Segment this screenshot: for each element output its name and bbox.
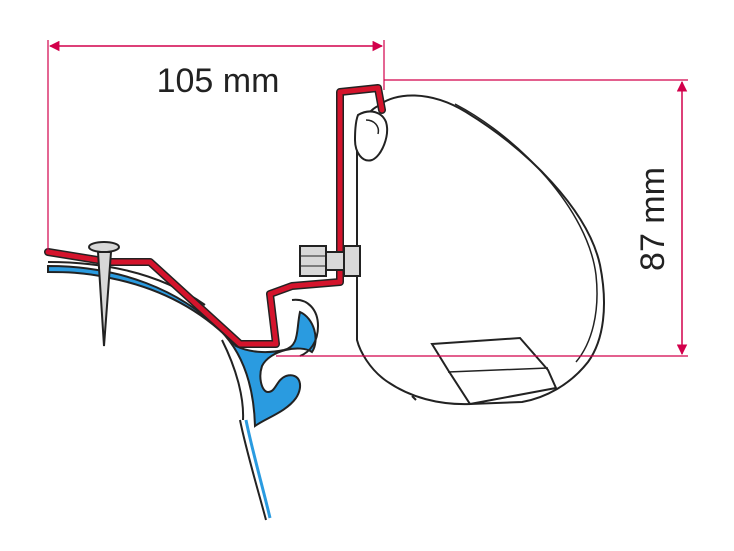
awning-bottom-plate [430,336,558,406]
width-dimension: 105 mm [47,40,385,252]
height-dimension: 87 mm [276,79,688,357]
awning-bottom-plate-edge [447,367,549,373]
screw-head [88,241,120,253]
bolt-shaft [325,251,345,271]
roof-gutter-profile [47,261,320,521]
adapter-bracket-fill [45,85,385,347]
height-label: 87 mm [634,167,672,271]
body-panel-inner [244,419,272,519]
width-label: 105 mm [157,62,280,100]
awning-hook-slot [353,110,388,162]
bolt-assembly [299,245,361,277]
bolt-nut [299,245,327,277]
bolt-head [343,245,361,277]
awning-inner-curve [454,103,598,363]
awning-profile [353,94,605,406]
screw-shaft [96,251,113,347]
awning-hook-lip [365,119,380,135]
screw [88,241,120,347]
body-panel [239,419,267,521]
gutter-lip [291,298,320,357]
adapter-bracket [44,84,386,348]
awning-bottom-foot [411,395,417,401]
gutter-lower-edge [221,339,245,421]
adapter-bracket-profile [44,84,386,348]
